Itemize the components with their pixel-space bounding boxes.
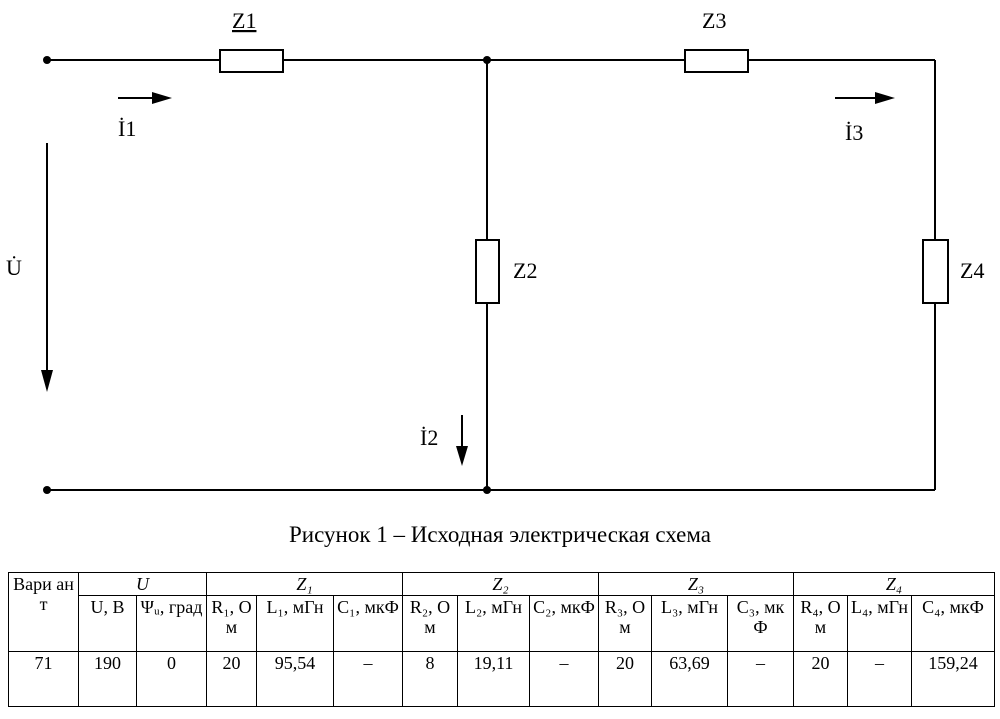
header-variant: Вари ант bbox=[8, 572, 79, 652]
resistor-z1 bbox=[219, 49, 284, 73]
arrow-i1 bbox=[152, 92, 172, 104]
arrow-u bbox=[41, 370, 53, 392]
label-z2: Z2 bbox=[513, 258, 537, 283]
label-z4: Z4 bbox=[960, 258, 984, 283]
arrow-i2 bbox=[456, 446, 468, 466]
subheader: L₁, мГн bbox=[256, 595, 334, 652]
label-z3: Z3 bbox=[702, 8, 726, 33]
cell: 71 bbox=[8, 651, 79, 707]
arrow-i3 bbox=[875, 92, 895, 104]
label-z1: Z1 bbox=[232, 8, 256, 33]
label-u: U̇ bbox=[6, 255, 22, 280]
subheader: C₃, мкФ bbox=[727, 595, 794, 652]
header-group: Z₁ bbox=[206, 572, 403, 596]
header-group: U bbox=[78, 572, 207, 596]
resistor-z2 bbox=[475, 239, 500, 304]
subheader: C₄, мкФ bbox=[911, 595, 995, 652]
cell: 63,69 bbox=[651, 651, 728, 707]
cell: 20 bbox=[793, 651, 848, 707]
subheader: L₃, мГн bbox=[651, 595, 728, 652]
label-i1: İ1 bbox=[118, 116, 136, 141]
subheader: L₂, мГн bbox=[457, 595, 530, 652]
table-header-row: Вари ант U Z₁ Z₂ Z₃ Z₄ bbox=[8, 572, 995, 652]
cell: – bbox=[847, 651, 912, 707]
cell: – bbox=[529, 651, 599, 707]
resistor-z4 bbox=[922, 239, 949, 304]
subheader: R₂, Ом bbox=[402, 595, 458, 652]
subheader: L₄, мГн bbox=[847, 595, 912, 652]
cell: 20 bbox=[206, 651, 257, 707]
subheader: U, В bbox=[78, 595, 137, 652]
cell: 20 bbox=[598, 651, 652, 707]
subheader: Ψᵤ, град bbox=[136, 595, 207, 652]
resistor-z3 bbox=[684, 49, 749, 73]
cell: 8 bbox=[402, 651, 458, 707]
cell: 19,11 bbox=[457, 651, 530, 707]
label-i2: İ2 bbox=[420, 425, 438, 450]
cell: – bbox=[727, 651, 794, 707]
circuit-diagram: Z1 Z3 Z2 Z4 İ1 İ3 İ2 U̇ bbox=[6, 8, 984, 494]
label-i3: İ3 bbox=[845, 120, 863, 145]
subheader: C₂, мкФ bbox=[529, 595, 599, 652]
subheader: R₃, Ом bbox=[598, 595, 652, 652]
header-group: Z₂ bbox=[402, 572, 599, 596]
table-row: 71 190 0 20 95,54 – 8 19,11 – 20 63,69 –… bbox=[8, 651, 995, 707]
header-group: Z₄ bbox=[793, 572, 995, 596]
cell: 95,54 bbox=[256, 651, 334, 707]
cell: – bbox=[333, 651, 403, 707]
cell: 190 bbox=[78, 651, 137, 707]
cell: 0 bbox=[136, 651, 207, 707]
table-subheader-row: U, В Ψᵤ, град R₁, Ом L₁, мГн C₁, мкФ R₂,… bbox=[9, 595, 995, 652]
subheader: C₁, мкФ bbox=[333, 595, 403, 652]
figure-caption: Рисунок 1 – Исходная электрическая схема bbox=[289, 522, 711, 547]
subheader: R₁, Ом bbox=[206, 595, 257, 652]
header-group: Z₃ bbox=[598, 572, 794, 596]
cell: 159,24 bbox=[911, 651, 995, 707]
parameters-table: Вари ант U Z₁ Z₂ Z₃ Z₄ U, В Ψᵤ, град R₁,… bbox=[8, 572, 995, 707]
subheader: R₄, Ом bbox=[793, 595, 848, 652]
